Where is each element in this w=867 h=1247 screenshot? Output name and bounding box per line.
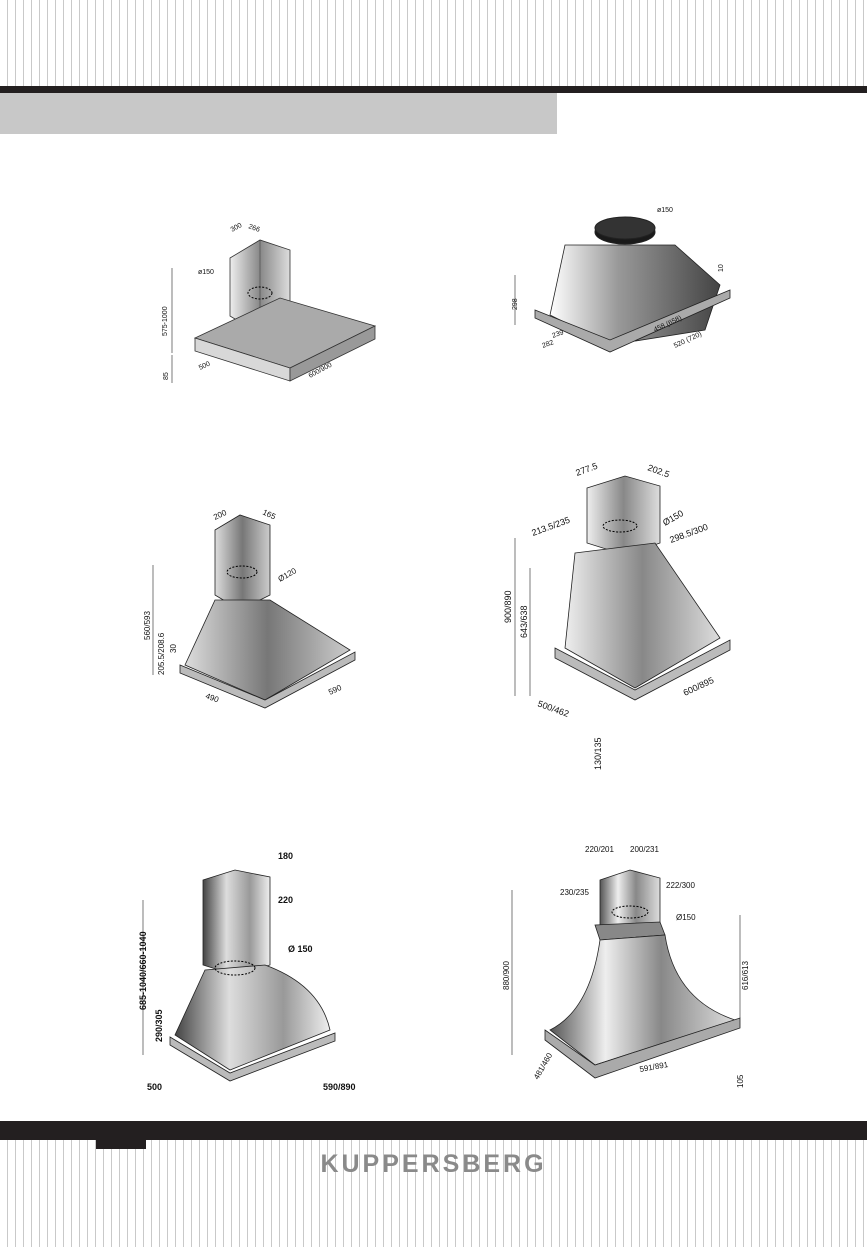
hood-drawing-4: 277.5 202.5 Ø150 298.5/300 213.5/235 900… — [495, 458, 770, 778]
section-title-band — [0, 93, 557, 134]
dim-label: 481/460 — [532, 1051, 555, 1081]
dim-label: Ø 150 — [288, 944, 313, 954]
dim-label: 290/305 — [154, 1009, 164, 1042]
dim-label: 180 — [278, 851, 293, 861]
dim-label: 239 — [551, 329, 564, 340]
footer-stripes — [0, 1140, 867, 1247]
hood-drawing-1: 300 266 ø150 575-1000 85 500 600/900 — [160, 218, 390, 393]
dim-label: 298 — [512, 298, 519, 310]
dim-label: 500 — [147, 1082, 162, 1092]
footer-bar — [0, 1121, 867, 1140]
dim-label: 220/201 — [585, 845, 614, 854]
dim-label: 10 — [718, 264, 725, 272]
hood-drawing-6: 220/201 200/231 222/300 230/235 Ø150 880… — [500, 840, 765, 1105]
dim-label: 85 — [163, 372, 170, 380]
dim-label: ø150 — [657, 207, 673, 214]
dim-label: 30 — [169, 644, 178, 653]
dim-label: 200/231 — [630, 845, 659, 854]
dim-label: 600/895 — [682, 675, 716, 698]
dim-label: 300 — [230, 222, 244, 234]
header-stripes — [0, 0, 867, 86]
dim-label: 490 — [204, 691, 220, 704]
dim-label: 500 — [198, 360, 212, 371]
dim-label: 165 — [261, 508, 277, 522]
dim-label: 616/613 — [741, 961, 750, 990]
dim-label: 266 — [247, 223, 260, 234]
page-marker — [96, 1140, 146, 1149]
dim-label: 298.5/300 — [668, 522, 709, 545]
header-bar — [0, 86, 867, 93]
dim-label: 205.5/208.6 — [157, 632, 166, 675]
dim-label: ø150 — [198, 269, 214, 276]
dim-label: 202.5 — [646, 462, 671, 479]
dim-label: 590 — [327, 683, 343, 697]
dim-label: 213.5/235 — [530, 515, 571, 538]
hood-drawing-5: 180 220 Ø 150 685-1040/660-1040 290/305 … — [135, 845, 390, 1100]
dim-label: 575-1000 — [162, 306, 169, 336]
dim-label: 590/890 — [323, 1082, 356, 1092]
dim-label: Ø150 — [661, 508, 685, 528]
dim-label: 222/300 — [666, 881, 695, 890]
dim-label: 591/891 — [639, 1060, 670, 1074]
dim-label: Ø150 — [676, 913, 696, 922]
dim-label: 685-1040/660-1040 — [138, 931, 148, 1010]
dim-label: 880/900 — [502, 961, 511, 990]
dim-label: 560/593 — [143, 611, 152, 640]
dim-label: 105 — [736, 1074, 745, 1088]
dim-label: 282 — [541, 339, 554, 350]
dim-label: 643/638 — [519, 605, 529, 638]
dim-label: Ø120 — [277, 566, 299, 584]
brand-logo: KUPPERSBERG — [320, 1150, 547, 1178]
dim-label: 230/235 — [560, 888, 589, 897]
dim-label: 500/462 — [536, 698, 570, 719]
dim-label: 200 — [212, 508, 228, 522]
hood-drawing-2: ø150 10 298 458 (658) 239 282 520 (720) — [505, 200, 760, 380]
hood-drawing-3: 200 165 Ø120 560/593 205.5/208.6 30 490 … — [140, 500, 380, 730]
dim-label: 900/890 — [503, 590, 513, 623]
dim-label: 130/135 — [593, 737, 603, 770]
dim-label: 220 — [278, 895, 293, 905]
dim-label: 277.5 — [574, 461, 599, 478]
